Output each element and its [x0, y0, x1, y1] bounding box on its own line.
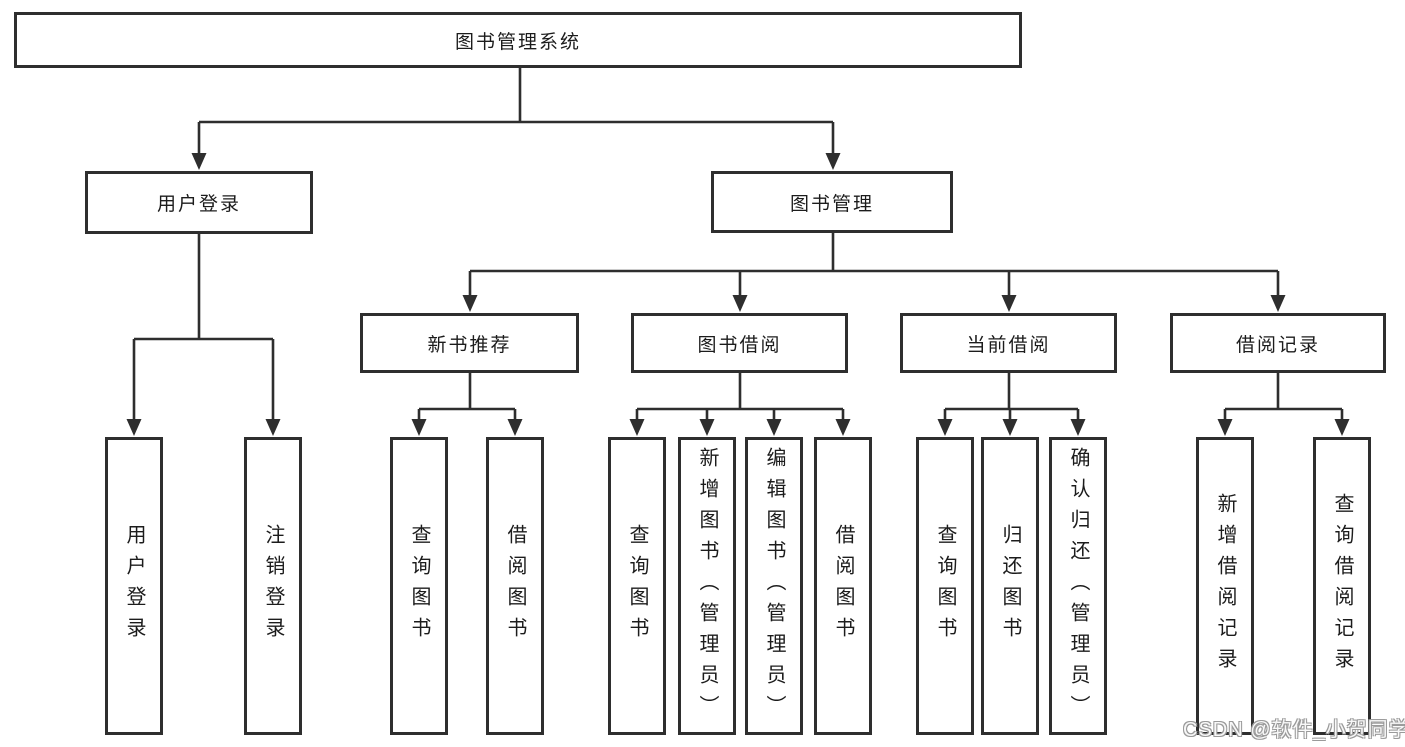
node-book-borrow: 图书借阅: [631, 313, 848, 373]
leaf-query-book-current: 查询图书: [916, 437, 974, 735]
node-label: 新书推荐: [427, 334, 512, 356]
node-label: 当前借阅: [966, 334, 1051, 356]
leaf-query-borrow-record: 查询借阅记录: [1313, 437, 1371, 735]
leaf-add-borrow-record: 新增借阅记录: [1196, 437, 1254, 735]
leaf-edit-book-admin: 编辑图书（管理员）: [745, 437, 803, 735]
leaf-label: 查询图书: [408, 524, 430, 648]
leaf-label: 借阅图书: [504, 524, 526, 648]
leaf-label: 归还图书: [999, 524, 1021, 648]
csdn-watermark: CSDN @软件_小贺同学: [1183, 719, 1405, 741]
node-label: 借阅记录: [1235, 334, 1320, 356]
leaf-return-book: 归还图书: [981, 437, 1039, 735]
node-book-management-branch: 图书管理: [711, 171, 953, 233]
node-borrow-records: 借阅记录: [1170, 313, 1386, 373]
leaf-label: 借阅图书: [832, 524, 854, 648]
leaf-query-book-recommend: 查询图书: [390, 437, 448, 735]
node-label: 图书管理系统: [454, 31, 581, 53]
node-new-book-recommend: 新书推荐: [360, 313, 579, 373]
leaf-add-book-admin: 新增图书（管理员）: [678, 437, 736, 735]
leaf-label: 注销登录: [262, 524, 284, 648]
node-current-borrow: 当前借阅: [900, 313, 1117, 373]
leaf-label: 新增借阅记录: [1214, 493, 1236, 679]
leaf-label: 查询图书: [934, 524, 956, 648]
leaf-label: 确认归还（管理员）: [1067, 446, 1089, 726]
leaf-confirm-return-admin: 确认归还（管理员）: [1049, 437, 1107, 735]
node-label: 用户登录: [156, 194, 241, 215]
node-user-login-branch: 用户登录: [85, 171, 313, 234]
leaf-query-book-borrow: 查询图书: [608, 437, 666, 735]
node-root-system: 图书管理系统: [14, 12, 1022, 68]
leaf-label: 查询图书: [626, 524, 648, 648]
leaf-borrow-book-recommend: 借阅图书: [486, 437, 544, 735]
leaf-label: 新增图书（管理员）: [696, 446, 718, 726]
leaf-user-login: 用户登录: [105, 437, 163, 735]
leaf-label: 编辑图书（管理员）: [763, 446, 785, 726]
node-label: 图书管理: [789, 193, 874, 215]
leaf-logout: 注销登录: [244, 437, 302, 735]
node-label: 图书借阅: [697, 334, 782, 356]
leaf-label: 用户登录: [123, 524, 145, 648]
leaf-borrow-book: 借阅图书: [814, 437, 872, 735]
leaf-label: 查询借阅记录: [1331, 493, 1353, 679]
